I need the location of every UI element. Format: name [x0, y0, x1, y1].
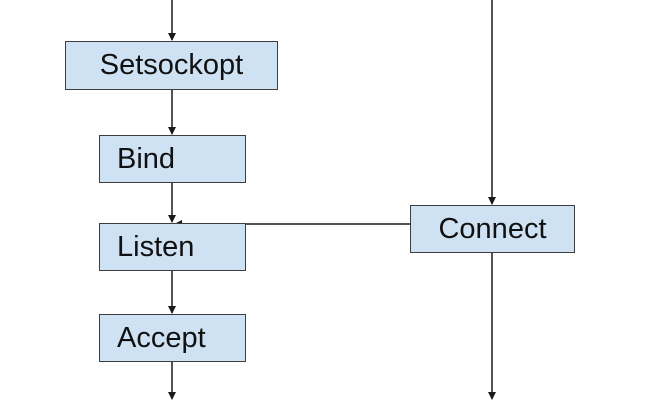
- node-bind: Bind: [99, 135, 246, 183]
- node-setsockopt: Setsockopt: [65, 41, 278, 90]
- node-label-listen: Listen: [117, 230, 195, 263]
- node-label-setsockopt: Setsockopt: [99, 49, 244, 81]
- node-label-connect: Connect: [438, 212, 547, 245]
- node-listen: Listen: [99, 223, 246, 271]
- node-connect: Connect: [410, 205, 575, 253]
- node-accept: Accept: [99, 314, 246, 362]
- node-label-bind: Bind: [117, 142, 176, 175]
- node-label-accept: Accept: [117, 321, 206, 354]
